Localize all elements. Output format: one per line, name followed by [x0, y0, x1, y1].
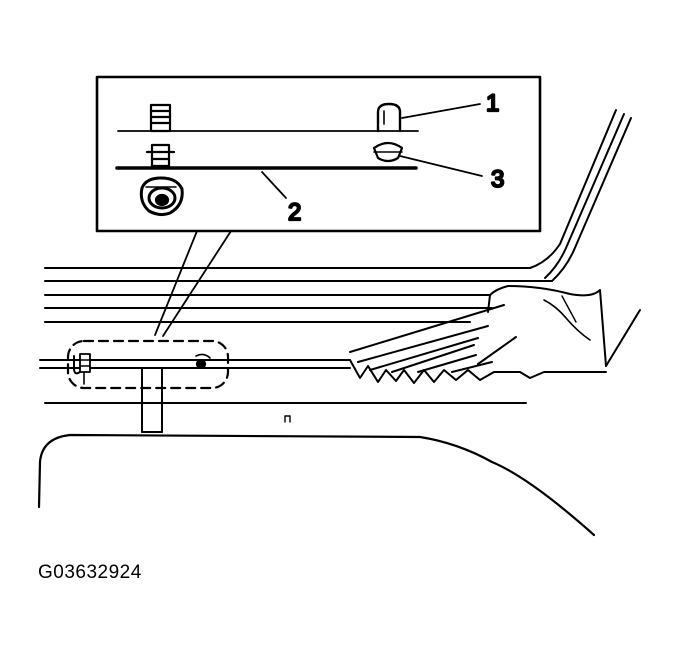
- detail-box: [95, 75, 542, 233]
- leader-line-2: [261, 171, 287, 199]
- rear-pillar-edges: [529, 109, 632, 282]
- callout-3: 3: [491, 166, 504, 193]
- leader-line-3: [399, 155, 483, 177]
- door-opening-outline: [37, 433, 596, 537]
- figure-code: G03632924: [38, 562, 142, 583]
- leader-line-1: [401, 103, 481, 119]
- roof-panel-lines: [39, 267, 553, 404]
- retaining-clip-icon: [372, 102, 404, 163]
- zoom-connector: [154, 230, 232, 337]
- small-mark: [284, 415, 291, 423]
- callout-1: 1: [486, 90, 499, 117]
- detail-inset: 1 3 2: [95, 75, 542, 233]
- callout-2: 2: [288, 199, 301, 226]
- weatherstrip-trim: [349, 285, 641, 384]
- hex-nut-icon: [139, 176, 184, 217]
- detail-region-marker: [66, 339, 230, 390]
- center-pillar: [141, 367, 163, 433]
- stud-bolt-icon: [145, 103, 176, 168]
